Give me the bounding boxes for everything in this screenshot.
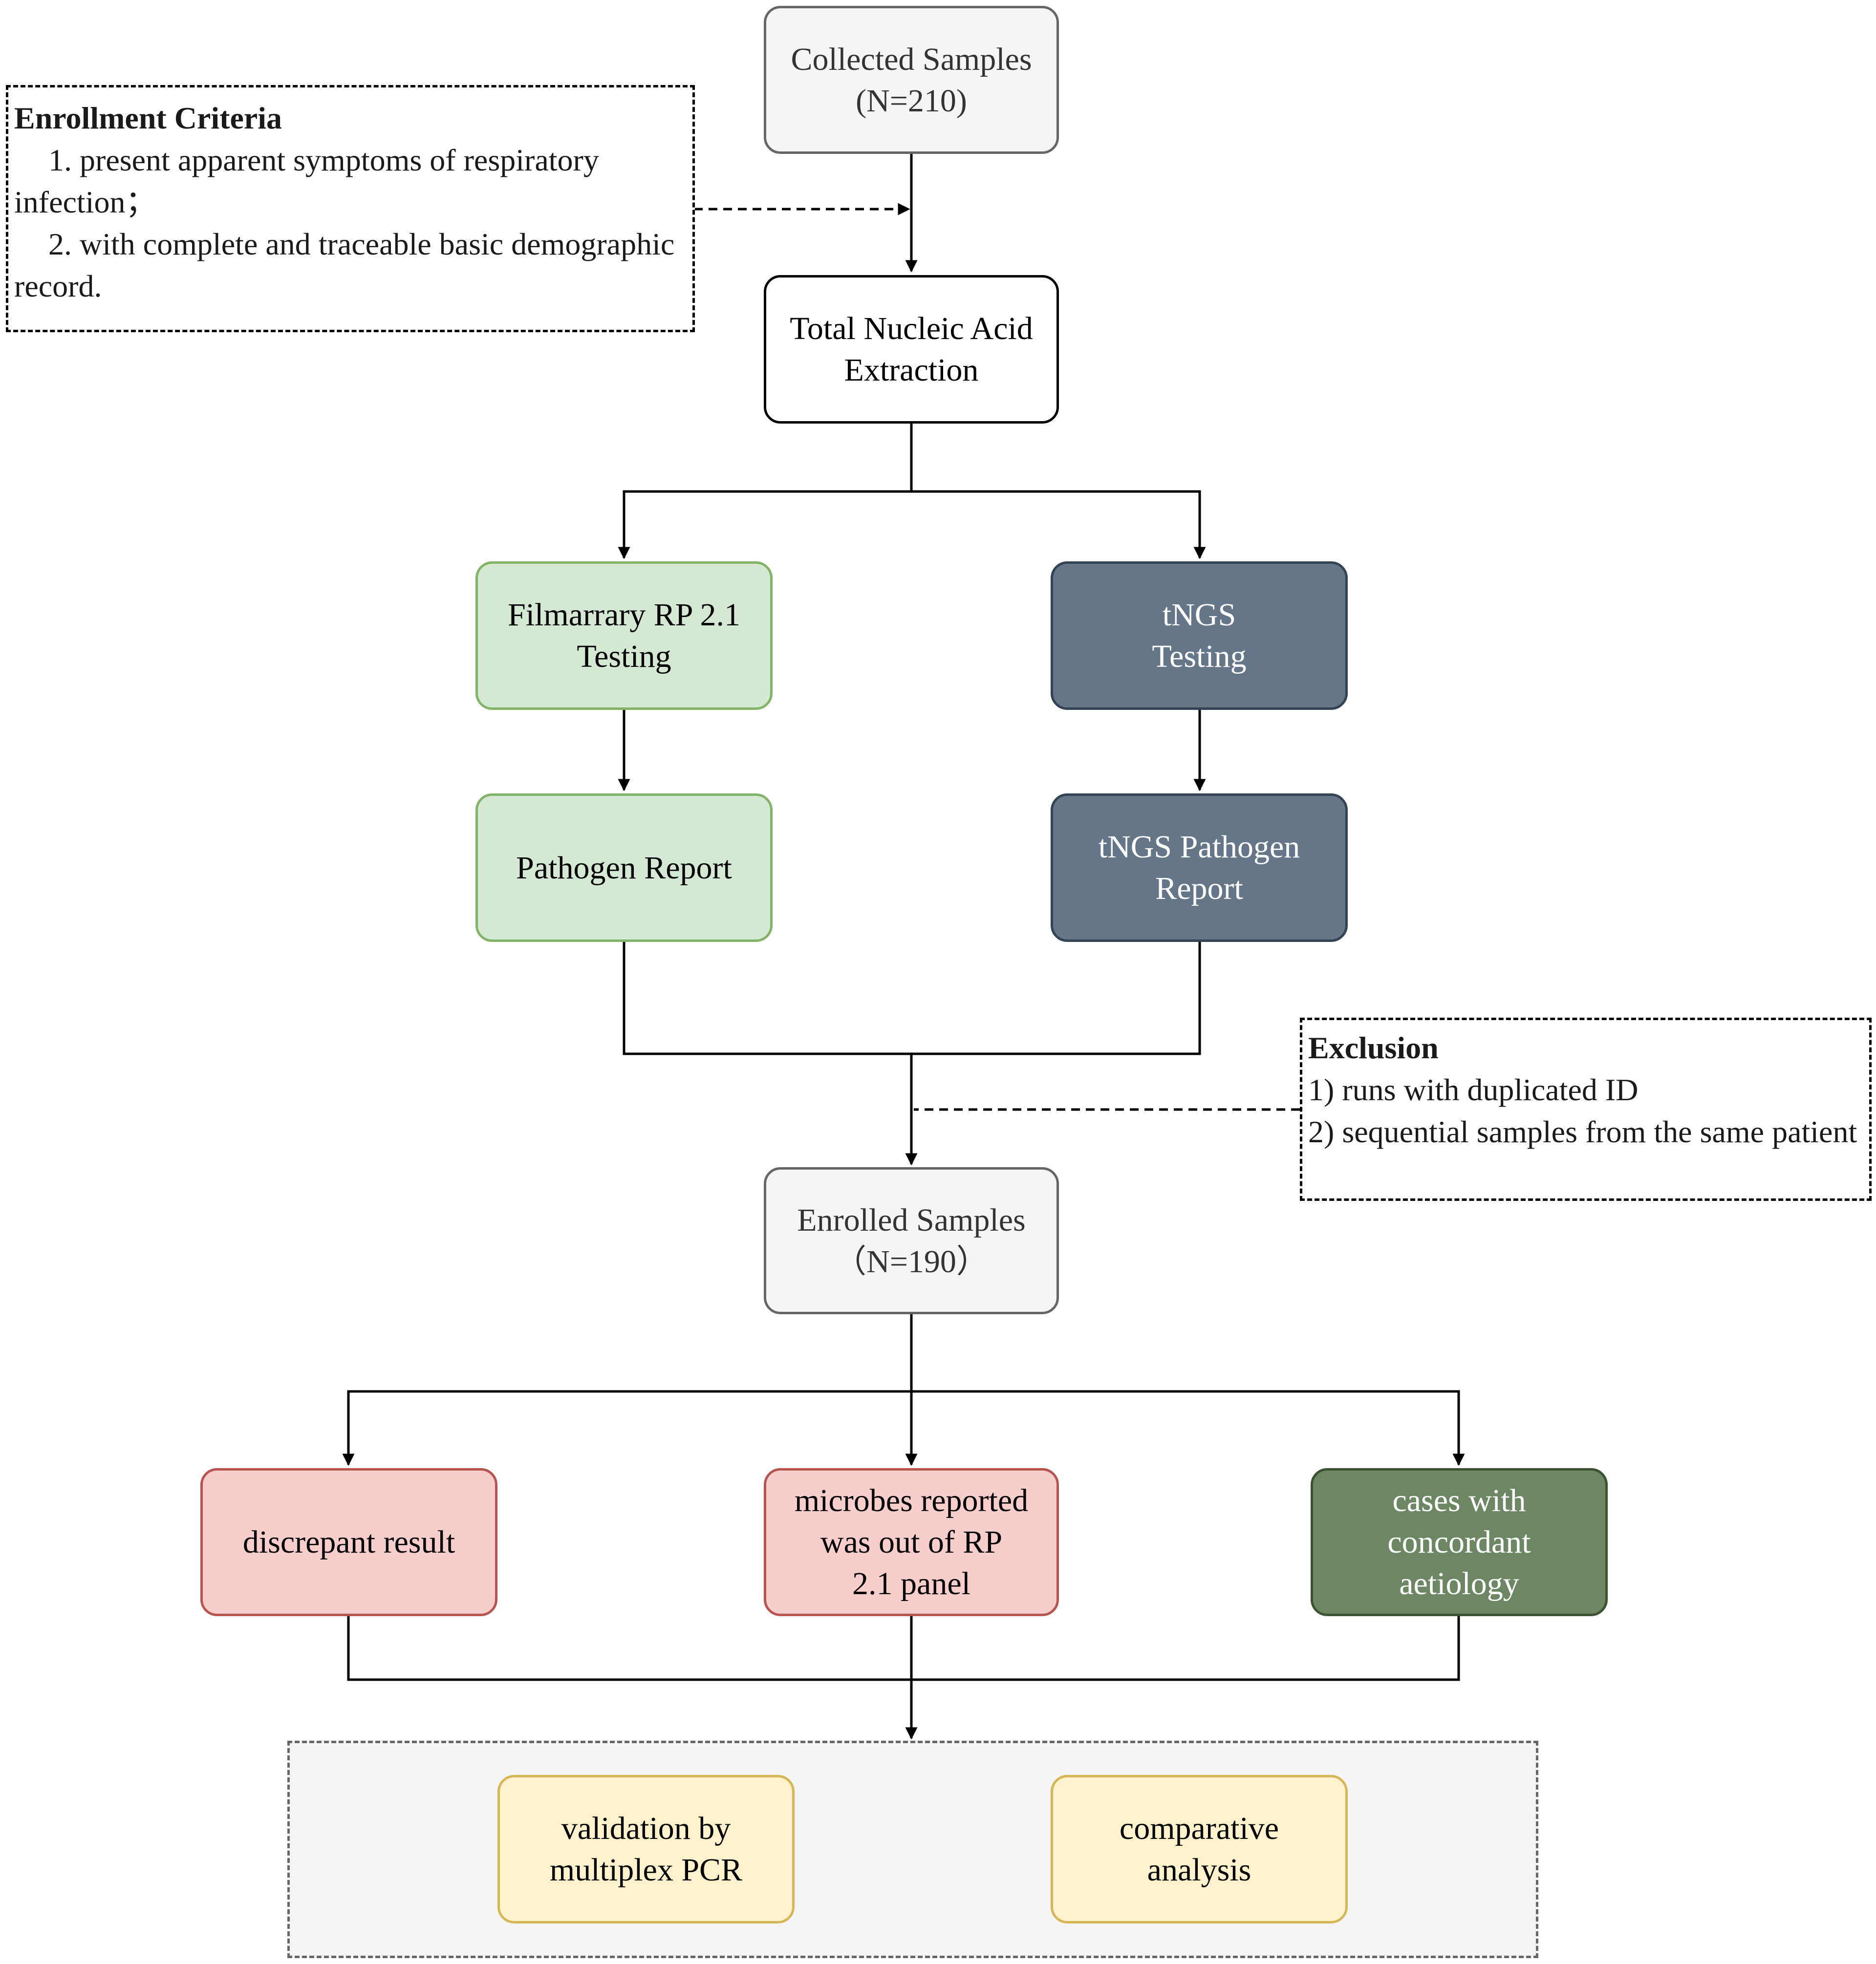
concordant-label-1: cases with bbox=[1392, 1483, 1526, 1518]
filmarray-label-1: Filmarrary RP 2.1 bbox=[507, 597, 741, 633]
validation-label-1: validation by bbox=[561, 1811, 731, 1846]
discrepant-result-node: discrepant result bbox=[200, 1468, 497, 1616]
out-of-panel-node: microbes reported was out of RP 2.1 pane… bbox=[764, 1468, 1059, 1616]
line-outcomes-merge bbox=[347, 1616, 1460, 1681]
arrow-to-discrepant bbox=[342, 1390, 911, 1466]
enrollment-criteria-title: Enrollment Criteria bbox=[14, 101, 282, 135]
comparative-label-1: comparative bbox=[1119, 1811, 1279, 1846]
out-of-panel-label-3: 2.1 panel bbox=[852, 1566, 970, 1601]
enrolled-samples-label: Enrolled Samples bbox=[797, 1202, 1026, 1238]
line-reports-merge bbox=[623, 942, 1201, 1055]
tngs-report-label-2: Report bbox=[1155, 871, 1243, 906]
pathogen-report-label: Pathogen Report bbox=[516, 850, 732, 886]
tngs-label-1: tNGS bbox=[1162, 597, 1236, 633]
concordant-aetiology-node: cases with concordant aetiology bbox=[1311, 1468, 1608, 1616]
enrolled-samples-count: （N=190） bbox=[834, 1243, 989, 1280]
discrepant-label: discrepant result bbox=[242, 1524, 455, 1560]
collected-samples-node: Collected Samples (N=210) bbox=[764, 6, 1059, 154]
concordant-label-2: concordant bbox=[1387, 1524, 1531, 1560]
extraction-label-1: Total Nucleic Acid bbox=[790, 311, 1033, 346]
validation-label-2: multiplex PCR bbox=[549, 1852, 743, 1888]
comparative-label-2: analysis bbox=[1147, 1852, 1251, 1888]
extraction-label-2: Extraction bbox=[844, 352, 979, 388]
exclusion-item-2: 2) sequential samples from the same pati… bbox=[1308, 1114, 1857, 1149]
filmarray-label-2: Testing bbox=[577, 639, 671, 674]
exclusion-item-1: 1) runs with duplicated ID bbox=[1308, 1072, 1639, 1107]
enrolled-samples-node: Enrolled Samples （N=190） bbox=[764, 1167, 1059, 1314]
exclusion-title: Exclusion bbox=[1308, 1030, 1439, 1065]
filmarray-testing-node: Filmarrary RP 2.1 Testing bbox=[475, 561, 773, 710]
arrow-to-filmarray bbox=[618, 490, 911, 559]
concordant-label-3: aetiology bbox=[1399, 1566, 1519, 1601]
enrollment-criterion-1: 1. present apparent symptoms of respirat… bbox=[14, 143, 599, 219]
tngs-label-2: Testing bbox=[1152, 639, 1247, 674]
tngs-pathogen-report-node: tNGS Pathogen Report bbox=[1051, 793, 1348, 942]
pathogen-report-node: Pathogen Report bbox=[475, 793, 773, 942]
tngs-testing-node: tNGS Testing bbox=[1051, 561, 1348, 710]
extraction-node: Total Nucleic Acid Extraction bbox=[764, 275, 1059, 424]
arrow-to-concordant bbox=[911, 1390, 1465, 1466]
arrow-to-tngs bbox=[911, 490, 1206, 559]
out-of-panel-label-1: microbes reported bbox=[794, 1483, 1029, 1518]
enrollment-criterion-2: 2. with complete and traceable basic dem… bbox=[14, 227, 675, 303]
exclusion-note: Exclusion 1) runs with duplicated ID 2) … bbox=[1300, 1018, 1872, 1201]
tngs-report-label-1: tNGS Pathogen bbox=[1098, 829, 1300, 865]
enrollment-criteria-note: Enrollment Criteria 1. present apparent … bbox=[6, 85, 695, 332]
out-of-panel-label-2: was out of RP bbox=[820, 1524, 1003, 1560]
comparative-analysis-node: comparative analysis bbox=[1051, 1775, 1348, 1923]
collected-samples-label: Collected Samples bbox=[791, 41, 1032, 77]
collected-samples-count: (N=210) bbox=[856, 83, 967, 119]
validation-node: validation by multiplex PCR bbox=[497, 1775, 795, 1923]
